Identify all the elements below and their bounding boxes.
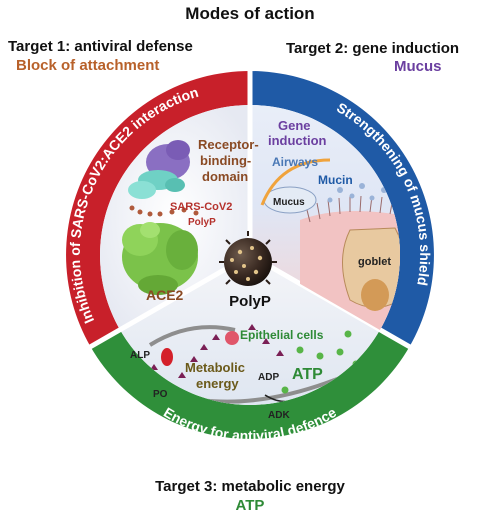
polyp-nanoparticle-icon xyxy=(219,231,277,286)
goblet-cell-icon xyxy=(342,227,400,311)
po-label: PO xyxy=(153,389,168,400)
epithelial-label: Epithelial cells xyxy=(240,328,324,342)
ace2-protein-icon xyxy=(122,222,198,295)
rbd-label-2: binding- xyxy=(200,153,251,168)
airways-label: Airways xyxy=(272,155,318,169)
metabolic-label-2: energy xyxy=(196,376,239,391)
target-3-subtitle: ATP xyxy=(235,497,265,514)
virus-label: SARS-CoV2 xyxy=(170,201,232,213)
ace2-label: ACE2 xyxy=(146,287,184,303)
target-2-subtitle: Mucus xyxy=(394,58,442,75)
epithelial-release-burst xyxy=(225,331,239,345)
mucus-label: Mucus xyxy=(273,197,305,208)
heading: Modes of action xyxy=(185,4,315,23)
atp-label: ATP xyxy=(292,366,323,383)
center-polyp-label: PolyP xyxy=(229,293,271,310)
ring-left-sector xyxy=(66,71,250,347)
ring-right-sector xyxy=(250,71,434,347)
gene-label-1: Gene xyxy=(278,118,311,133)
alp-enzyme-icon xyxy=(161,348,173,366)
ring-bottom-sector xyxy=(90,330,410,439)
rbd-label-1: Receptor- xyxy=(198,137,259,152)
mucin-label: Mucin xyxy=(318,173,353,187)
adk-label: ADK xyxy=(268,410,290,421)
alp-label: ALP xyxy=(130,350,150,361)
metabolic-label-1: Metabolic xyxy=(185,360,245,375)
cilia xyxy=(305,195,394,223)
target-1-title: Target 1: antiviral defense xyxy=(8,38,193,55)
polyp-small-label: PolyP xyxy=(188,217,216,228)
spike-chain-icon xyxy=(129,205,199,217)
adp-label: ADP xyxy=(258,372,279,383)
goblet-label: goblet xyxy=(358,256,391,268)
membrane-curve xyxy=(148,325,236,347)
rbd-label-3: domain xyxy=(202,169,248,184)
mucin-dots xyxy=(327,183,387,203)
target-2-title: Target 2: gene induction xyxy=(286,40,460,57)
rbd-protein-icon xyxy=(128,140,190,199)
gene-label-2: induction xyxy=(268,133,327,148)
target-3-title: Target 3: metabolic energy xyxy=(155,478,345,495)
target-1-subtitle: Block of attachment xyxy=(16,57,160,74)
induction-arrow xyxy=(260,158,331,206)
